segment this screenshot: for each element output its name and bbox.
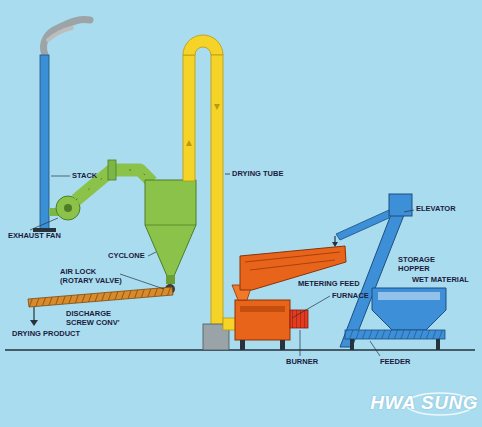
- part-label: DISCHARGE SCREW CONV': [66, 310, 126, 327]
- part-label: AIR LOCK (ROTARY VALVE): [60, 268, 122, 285]
- part-label: DRYING PRODUCT: [12, 330, 80, 339]
- part-label: STACK: [72, 172, 97, 181]
- part-label: FURNACE: [332, 292, 369, 301]
- part-label: BURNER: [286, 358, 318, 367]
- part-label: METERING FEED: [298, 280, 360, 289]
- part-label: STORAGE HOPPER: [398, 256, 440, 273]
- part-label: FEEDER: [380, 358, 410, 367]
- part-label: EXHAUST FAN: [8, 232, 61, 241]
- watermark: HWA SUNG: [370, 392, 478, 414]
- part-label: ELEVATOR: [416, 205, 456, 214]
- part-label: WET MATERIAL: [412, 276, 469, 285]
- part-label: DRYING TUBE: [232, 170, 283, 179]
- part-label: CYCLONE: [108, 252, 145, 261]
